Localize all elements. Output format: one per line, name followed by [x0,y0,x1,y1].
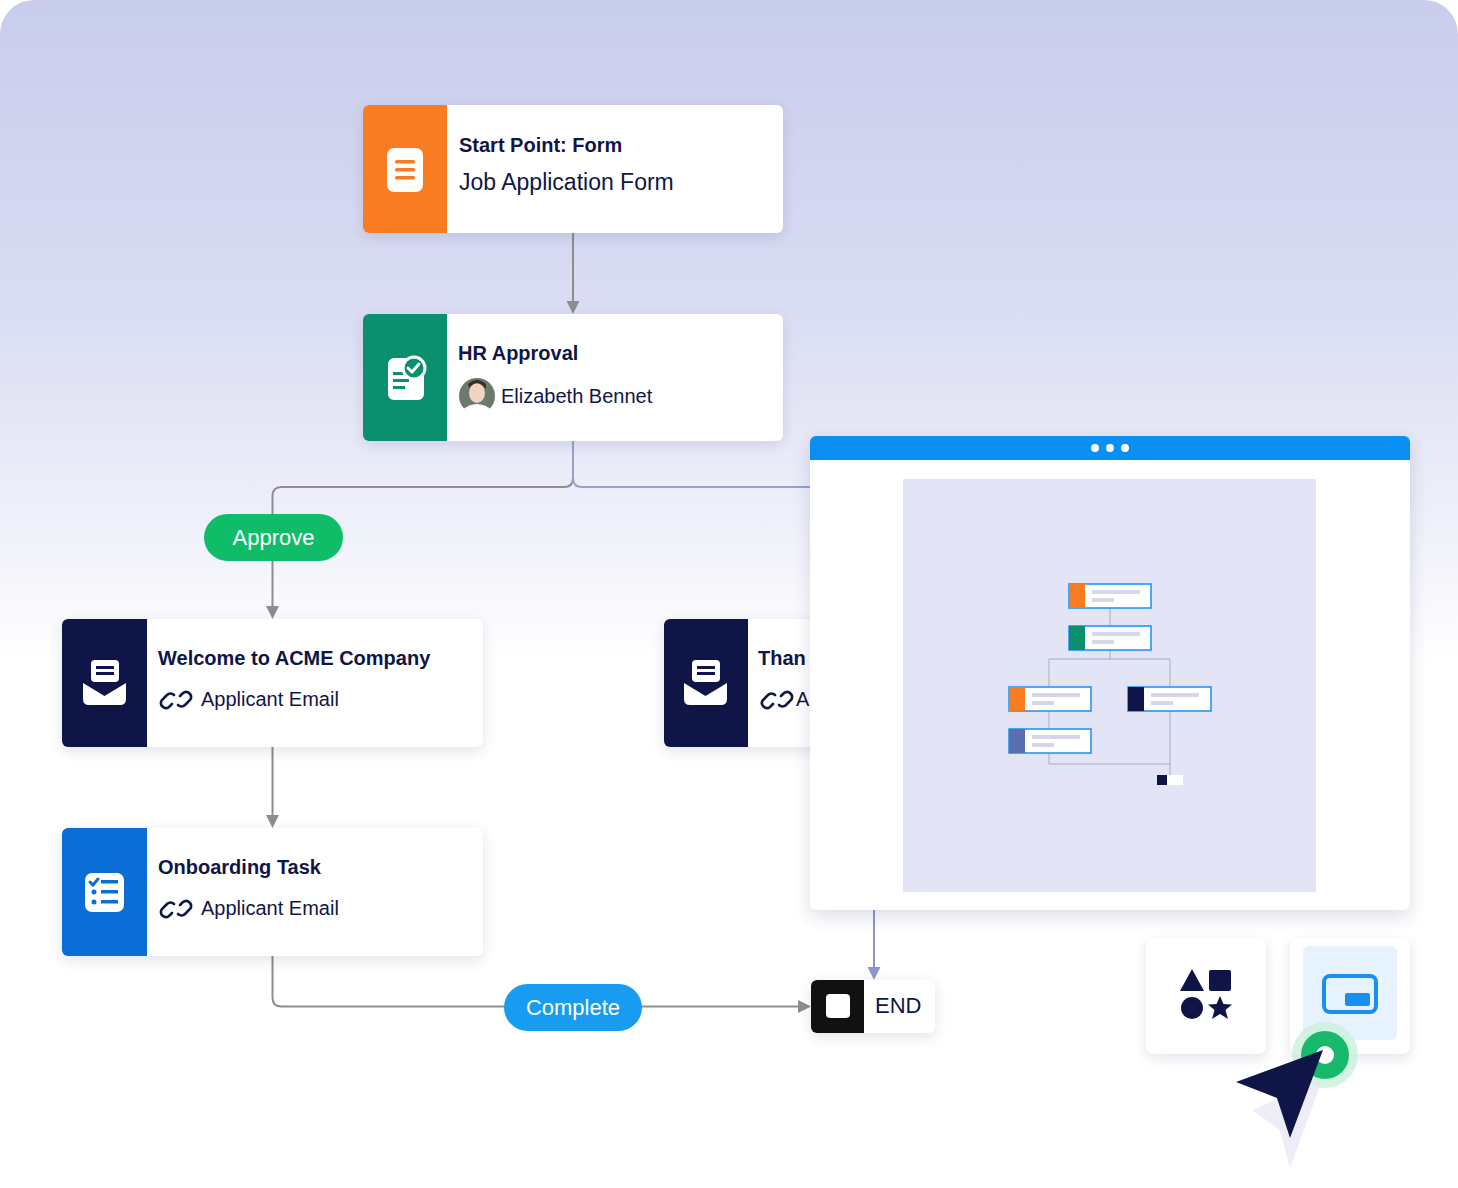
process-box: Start Point: FormJob Application Form [363,105,783,233]
edge-label: Approve [204,514,343,561]
arrow-head [868,967,881,980]
avatar [459,378,495,414]
color-strip [811,980,864,1033]
arrow-head [567,301,580,314]
color-strip [363,314,447,441]
form-icon [387,148,423,192]
node-title: Welcome to ACME Company [158,646,430,670]
node-subtitle: Elizabeth Bennet [501,384,652,408]
node-subtitle: Job Application Form [459,169,674,197]
connector [567,233,580,314]
approval-icon [388,357,425,400]
node-title: Than [758,646,806,670]
connector-line [572,233,574,304]
node-subtitle: Applicant Email [201,896,339,920]
node-title: END [875,993,921,1019]
connector-line [272,747,274,818]
arrow-head [266,815,279,828]
color-strip [363,105,447,233]
node-title: HR Approval [458,341,578,365]
link-icon [161,692,792,917]
arrow-head [266,606,279,619]
node-title: Start Point: Form [459,133,622,157]
color-strip [62,619,147,747]
node-title: Onboarding Task [158,855,321,879]
connector [266,747,279,828]
end-node: END [811,980,935,1033]
email-icon [83,660,126,705]
node-subtitle: A [796,687,809,711]
browser-window [810,436,1410,910]
arrow-head [798,1000,811,1013]
window-illustration [810,436,1410,910]
node-subtitle: Applicant Email [201,687,339,711]
task-list-icon [85,873,124,912]
process-box: HR ApprovalElizabeth Bennet [363,314,783,441]
stop-icon [826,994,850,1018]
process-box: Welcome to ACME CompanyApplicant Email [62,619,483,747]
color-strip [62,828,147,956]
process-box: Onboarding TaskApplicant Email [62,828,483,956]
email-icon [684,660,727,705]
color-strip [664,619,748,747]
edge-label: Complete [504,984,642,1031]
